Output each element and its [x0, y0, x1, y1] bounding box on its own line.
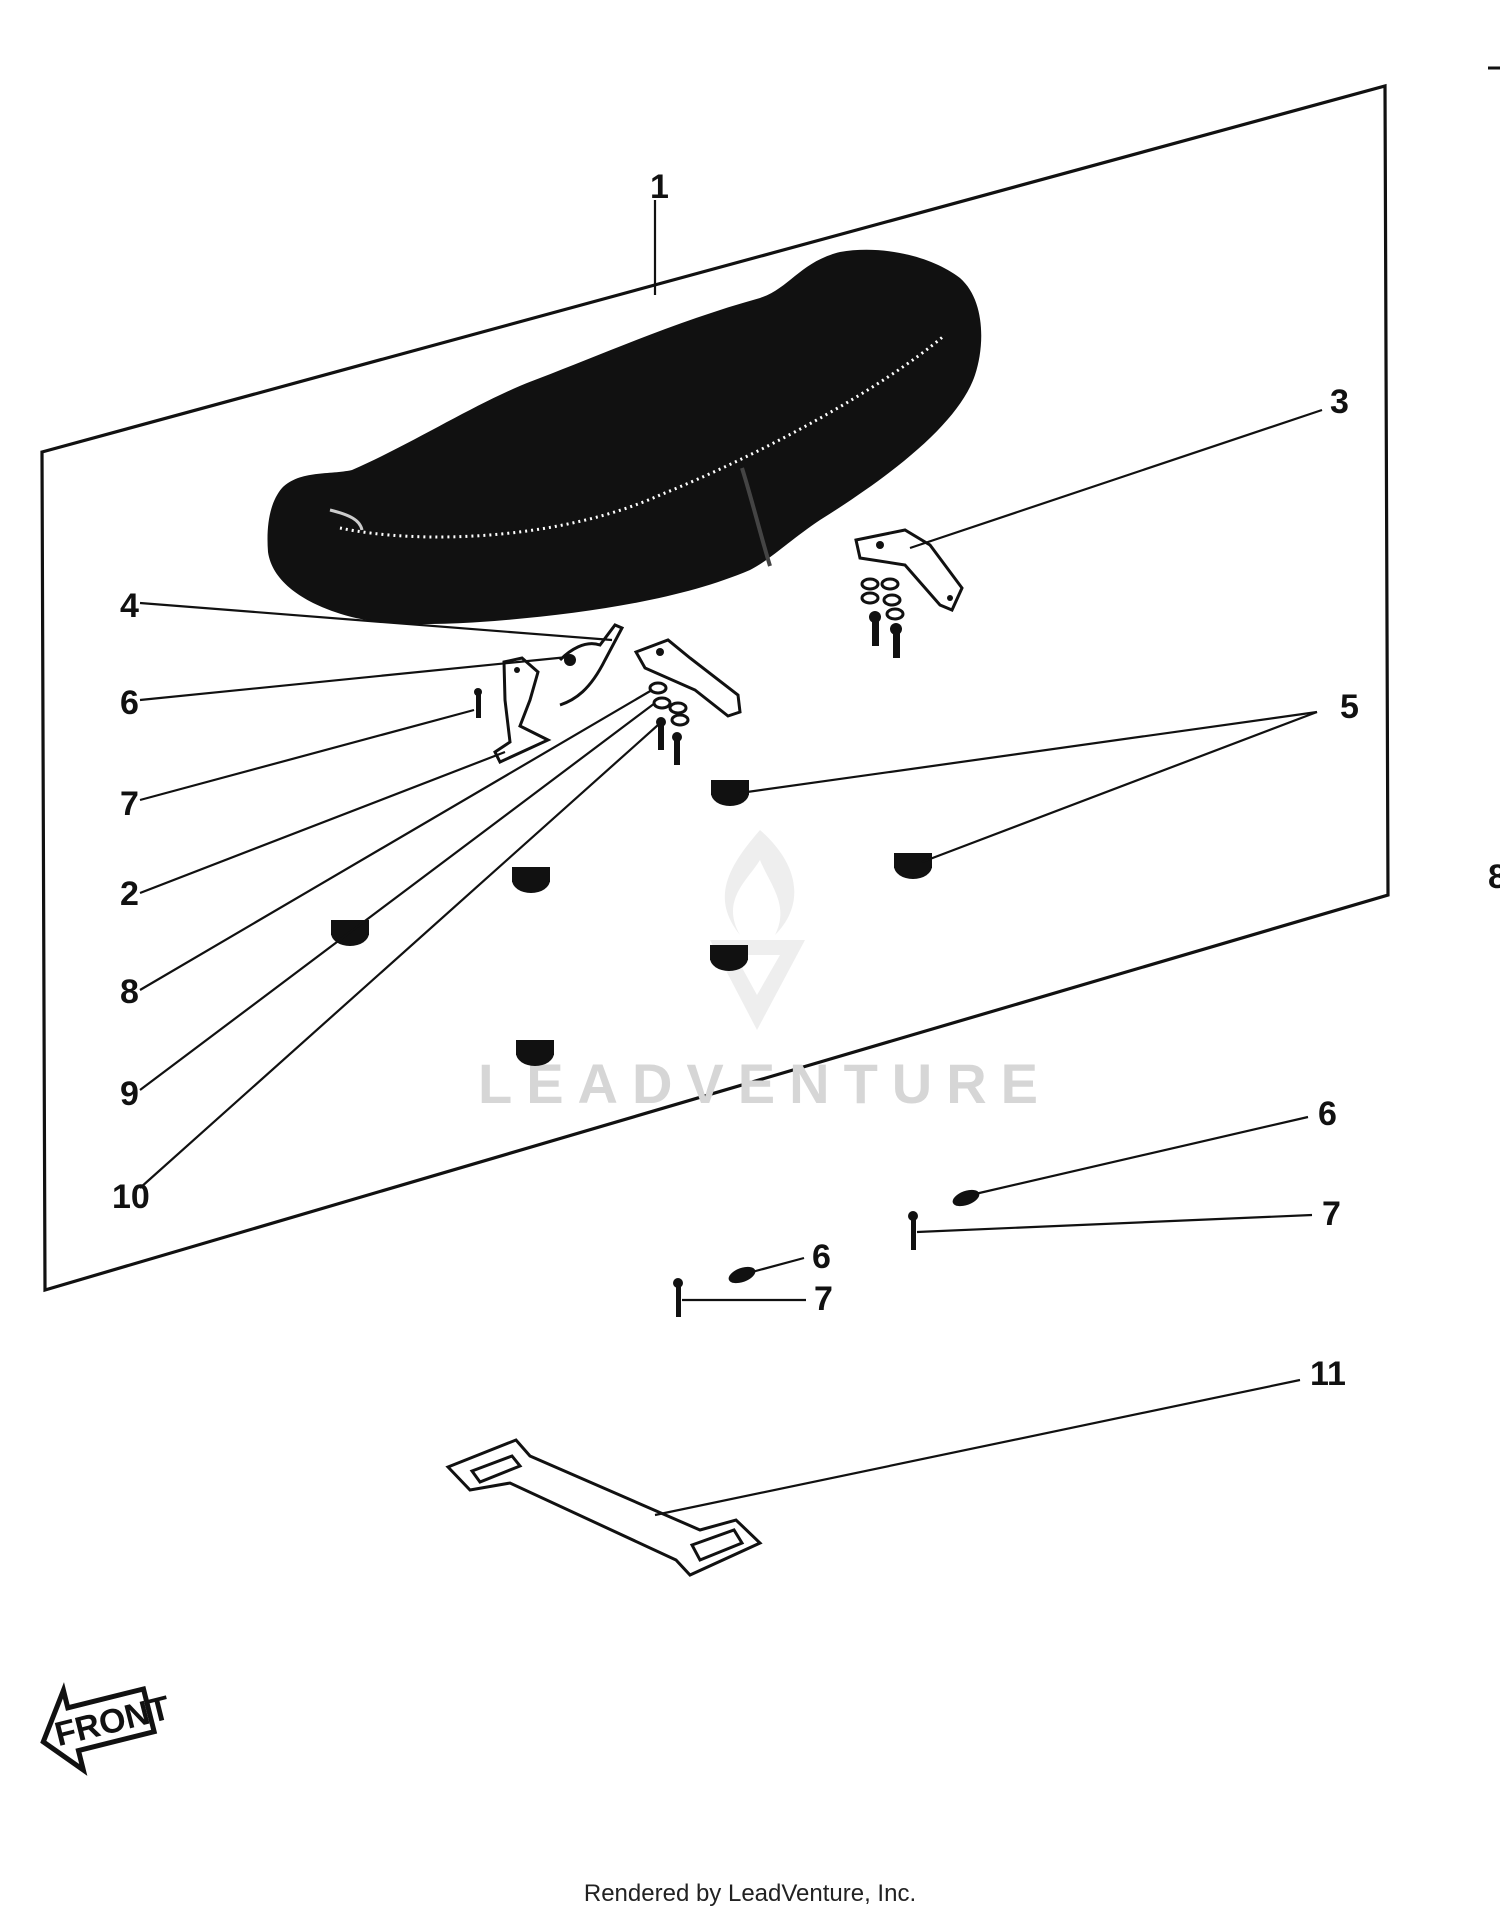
small-pin[interactable]: [474, 688, 482, 718]
margin-mark: 8: [1488, 858, 1500, 896]
damper: [512, 867, 550, 893]
damper: [516, 1040, 554, 1066]
callout-6-lower: 6: [812, 1238, 831, 1276]
callout-4: 4: [120, 587, 139, 625]
loose-pin-upper[interactable]: [908, 1211, 918, 1250]
loose-pin-lower[interactable]: [673, 1278, 683, 1317]
front-seat-bracket[interactable]: [493, 656, 552, 764]
watermark-logo: [710, 830, 805, 1030]
callout-6-right: 6: [1318, 1095, 1337, 1133]
damper: [711, 780, 749, 806]
seat-hook[interactable]: [558, 623, 625, 707]
callout-6-upper: 6: [120, 684, 139, 722]
callout-7-upper: 7: [120, 785, 139, 823]
watermark-text: LEADVENTURE: [478, 1052, 1052, 1115]
rear-fasteners[interactable]: [860, 577, 905, 658]
callout-10: 10: [112, 1178, 150, 1216]
middle-fasteners[interactable]: [648, 681, 690, 765]
callout-7-right: 7: [1322, 1195, 1341, 1233]
callout-labels: 1 3 4 5 6 7 2 8 9 10 6 7 6 7 11 8: [112, 168, 1500, 1393]
leader-lines: [139, 200, 1323, 1517]
callout-11: 11: [1310, 1355, 1346, 1393]
loose-clip-upper[interactable]: [950, 1187, 981, 1210]
seat-strap[interactable]: [445, 1438, 763, 1577]
callout-2: 2: [120, 875, 139, 913]
callout-1: 1: [650, 168, 669, 206]
panel-outline: [40, 83, 1390, 1293]
footer-credit: Rendered by LeadVenture, Inc.: [583, 1880, 917, 1907]
callout-5: 5: [1340, 688, 1359, 726]
callout-8: 8: [120, 973, 139, 1011]
middle-seat-bracket[interactable]: [633, 638, 742, 718]
callout-7-lower: 7: [814, 1280, 833, 1318]
callout-3: 3: [1330, 383, 1349, 421]
loose-clip-lower[interactable]: [726, 1264, 757, 1287]
damper: [710, 945, 748, 971]
front-arrow: FRONT: [40, 1682, 174, 1776]
callout-9: 9: [120, 1075, 139, 1113]
damper: [894, 853, 932, 879]
seat[interactable]: [267, 249, 982, 625]
rubber-dampers[interactable]: [331, 780, 932, 1066]
rear-seat-bracket[interactable]: [854, 528, 964, 612]
